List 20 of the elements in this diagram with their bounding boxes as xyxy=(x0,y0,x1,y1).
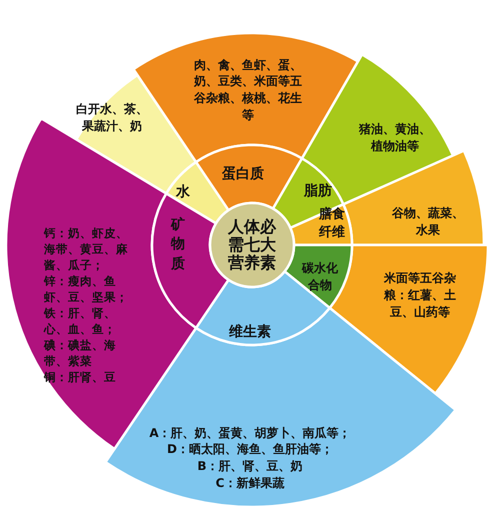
food-source-text: 米面等五谷杂粮：红薯、土豆、山药等 xyxy=(382,270,457,320)
food-source-text: A：肝、奶、蛋黄、胡萝卜、南瓜等； xyxy=(148,424,352,442)
food-source-text: 白开水、茶、果蔬汁、奶 xyxy=(75,101,149,135)
food-source-text: B：肝、肾、豆、奶 xyxy=(196,458,304,475)
center-title: 人体必需七大营养素 xyxy=(226,218,278,273)
food-source-text: 铁：肝、肾、心、血、鱼； xyxy=(44,304,117,338)
nutrient-name: 脂肪 xyxy=(302,182,333,201)
nutrient-name: 矿物质 xyxy=(170,216,186,274)
food-source-text: 钙：奶、虾皮、海带、黄豆、麻酱、瓜子； xyxy=(44,224,128,273)
food-source-text: C：新鲜果蔬 xyxy=(214,474,286,492)
food-source-text: 猪油、黄油、植物油等 xyxy=(358,121,432,155)
food-source-text: D：晒太阳、海鱼、鱼肝油等； xyxy=(166,441,334,458)
food-source-text: 碘：碘盐、海带、紫菜 xyxy=(44,337,117,370)
nutrient-name: 水 xyxy=(174,183,191,202)
nutrient-name: 蛋白质 xyxy=(221,165,265,184)
nutrient-name: 碳水化合物 xyxy=(300,260,339,294)
nutrient-name: 维生素 xyxy=(228,323,272,342)
food-source-text: 谷物、蔬菜、水果 xyxy=(391,205,465,239)
food-source-text: 肉、禽、鱼虾、蛋、奶、豆类、米面等五谷杂粮、核桃、花生等 xyxy=(192,56,303,124)
food-source-text: 锌：瘦肉、鱼虾、豆、坚果； xyxy=(44,272,128,305)
